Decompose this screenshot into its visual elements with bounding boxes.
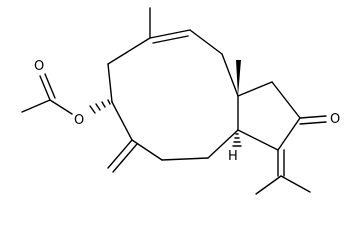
bond-r1	[237, 81, 273, 97]
bond-r2	[271, 81, 301, 119]
skeletal-structure: O O O H	[21, 7, 340, 195]
hash-ring-fusion-h	[232, 133, 242, 147]
bond-c8-c9	[111, 101, 133, 141]
bond-c2-c3	[189, 29, 223, 55]
bond-ester-methyl	[21, 99, 51, 113]
bond-ketone-1	[299, 115, 327, 119]
bond-c10-c1	[107, 37, 151, 65]
bond-ipr-me2	[280, 175, 311, 193]
macrocycle-bonds	[107, 29, 239, 161]
hash-acetoxy	[89, 99, 111, 114]
wedge-angular-methyl	[236, 60, 241, 96]
bond-c6-c7	[161, 157, 209, 161]
bond-c5-c6	[207, 129, 239, 159]
bond-methylene-2	[112, 143, 138, 173]
label-ester-oxygen: O	[74, 113, 84, 128]
bond-ester-co-1	[39, 75, 51, 101]
molecule-drawing: O O O H	[21, 7, 340, 195]
cyclopentanone-bonds	[237, 81, 301, 151]
bond-r3	[277, 117, 301, 151]
label-ester-carbonyl-oxygen: O	[34, 59, 44, 74]
bond-c1-c2-inner	[152, 35, 189, 44]
bond-ketone-2	[299, 121, 327, 125]
bond-o-c-ester	[49, 99, 73, 115]
bond-methylene-1	[107, 139, 133, 169]
bond-ipr-me1	[255, 175, 282, 195]
bond-r4	[237, 129, 279, 151]
bond-ester-co-2	[44, 73, 56, 99]
bond-c7-c8	[131, 139, 163, 161]
bond-c1-c2	[149, 29, 191, 39]
label-ring-fusion-h: H	[228, 149, 238, 164]
bond-c3-c4	[221, 53, 239, 97]
bond-c9-c10	[107, 63, 113, 103]
label-ketone-oxygen: O	[330, 112, 340, 127]
